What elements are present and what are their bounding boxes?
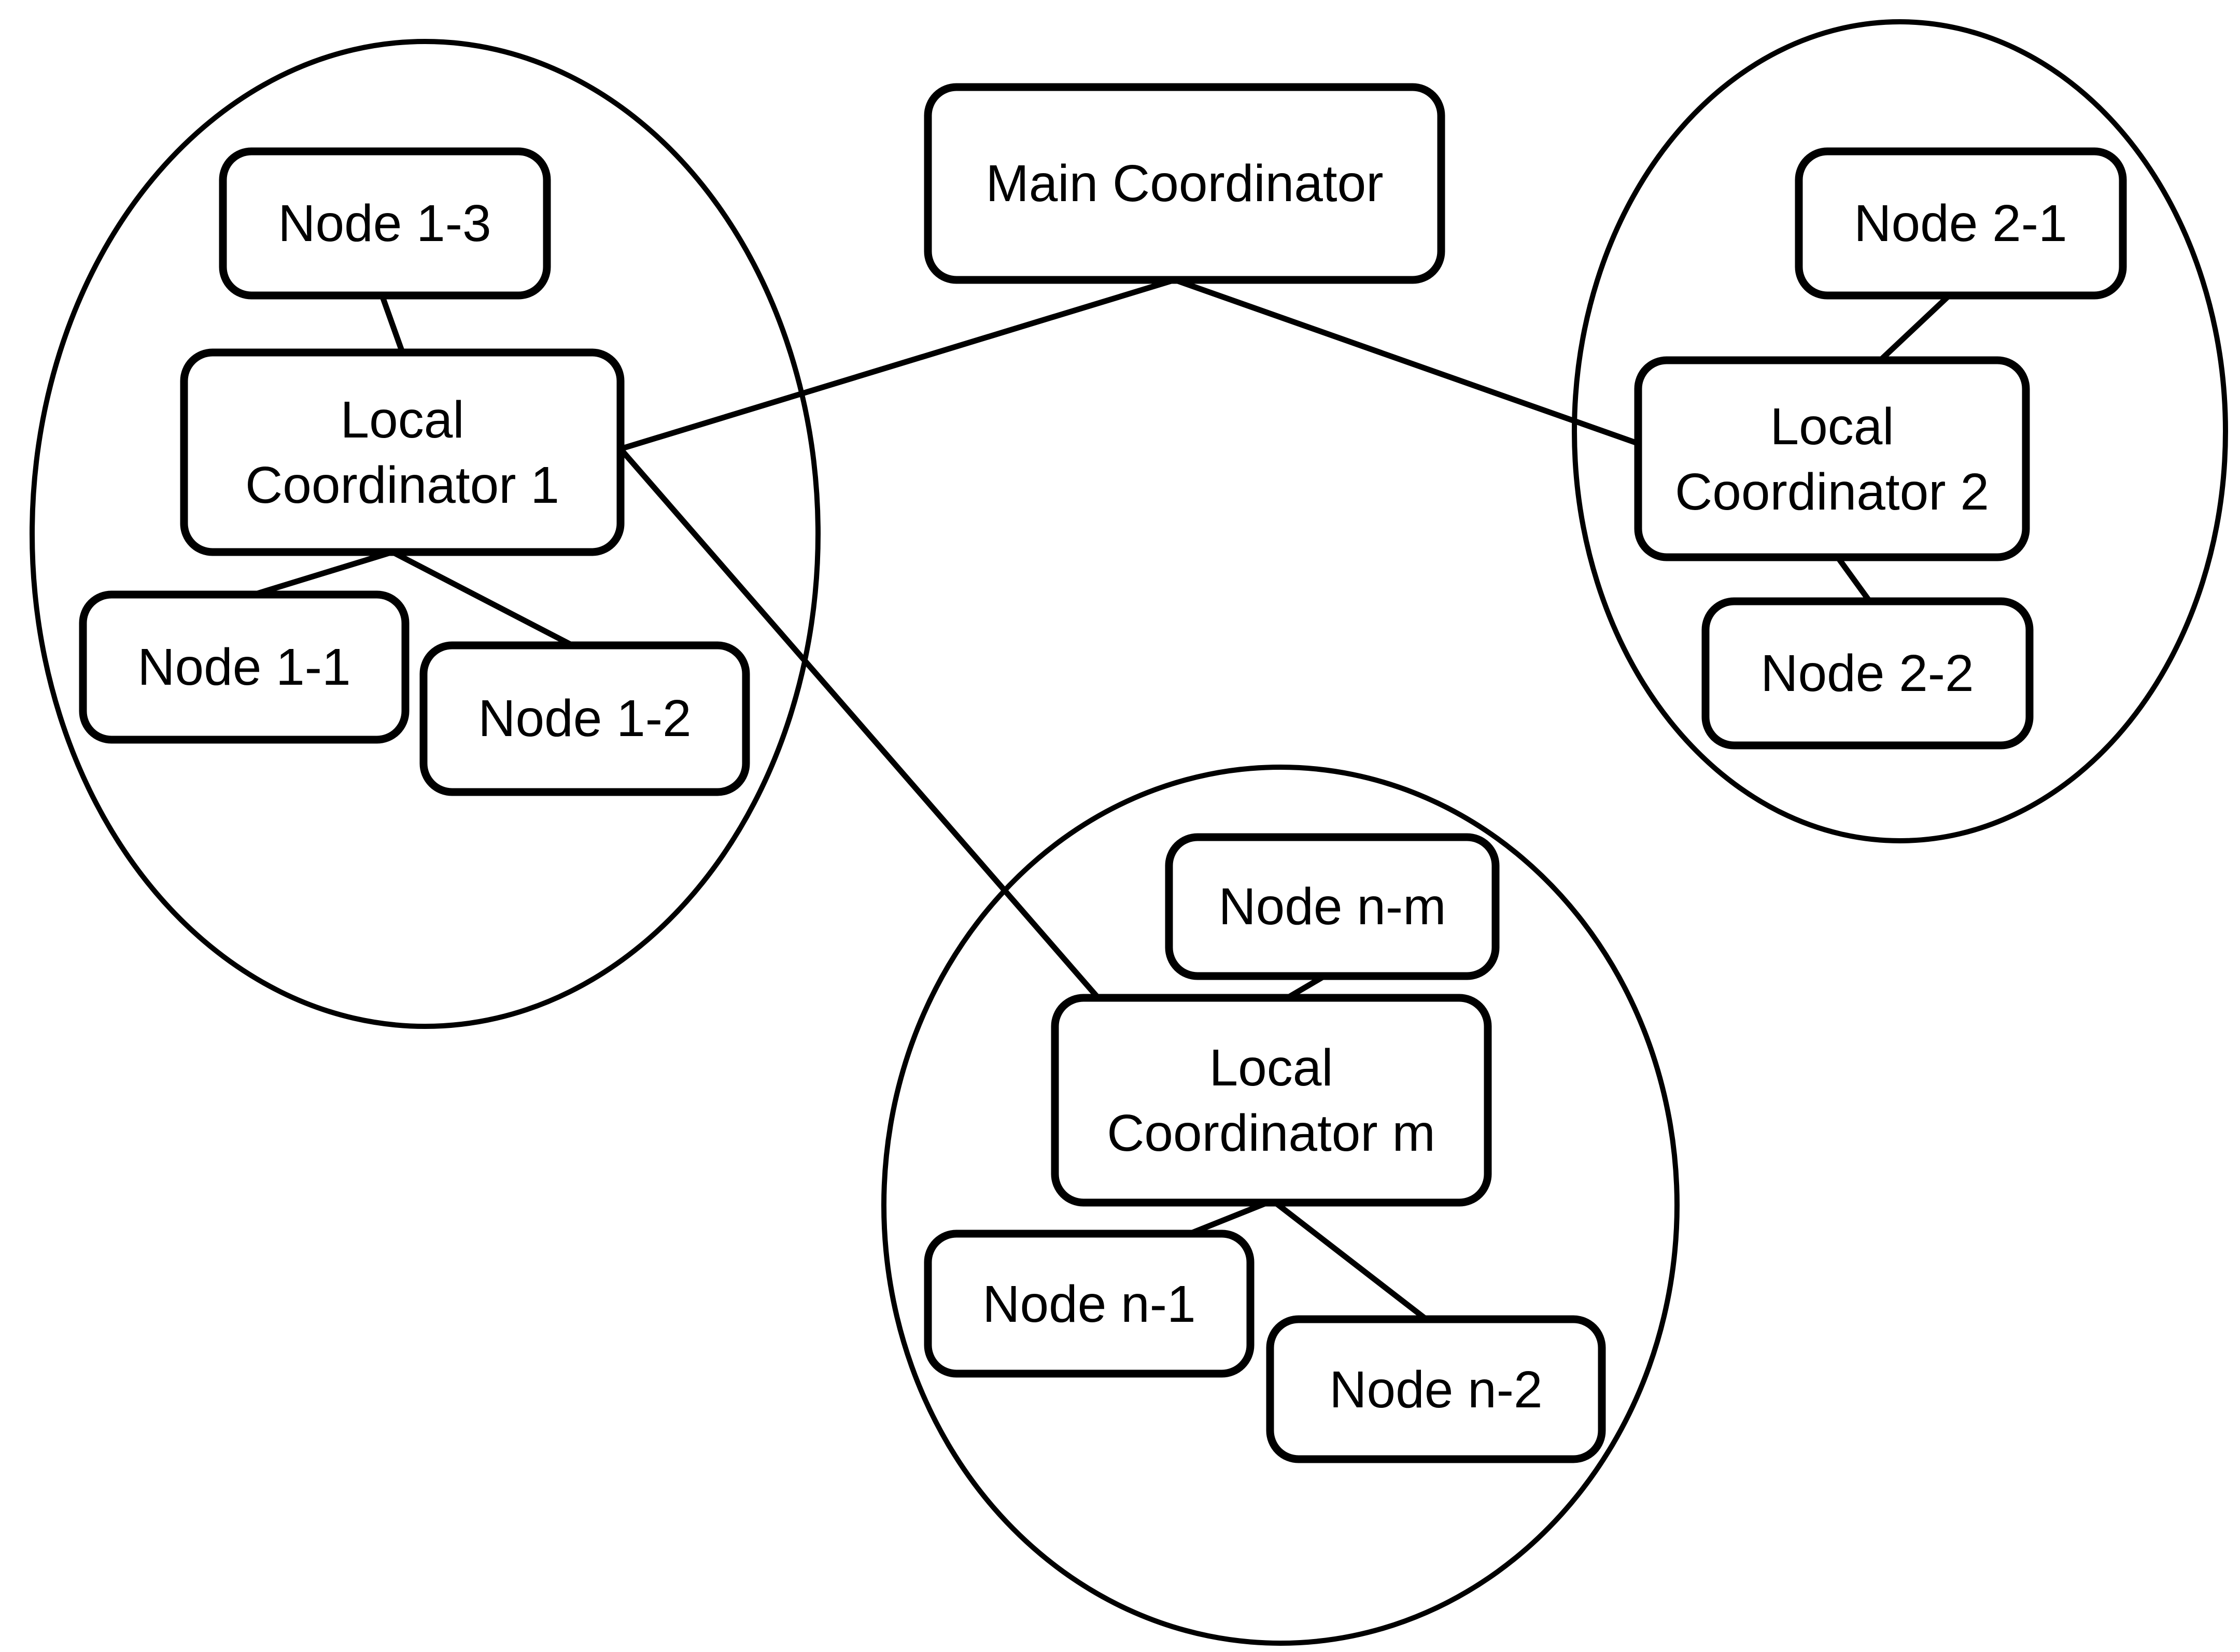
edge-local-coordinator-m-node-n-2 <box>1272 1199 1431 1324</box>
node-2-1-box <box>1795 147 2127 300</box>
edge-local-coordinator-1-local-coordinator-m <box>617 446 1102 1002</box>
node-n-m-label: Node n-m <box>1218 878 1446 936</box>
local-coordinator-m-box <box>1051 994 1492 1207</box>
node-2-2: Node 2-2 <box>1701 597 2034 750</box>
edge-main-coordinator-local-coordinator-2 <box>1172 277 1645 448</box>
local-coordinator-2-label-line1: Local <box>1770 398 1894 456</box>
node-n-1-label: Node n-1 <box>982 1275 1195 1333</box>
cluster-m-ellipse <box>881 765 1680 1646</box>
edge-node-2-1-local-coordinator-2 <box>1876 292 1952 364</box>
local-coordinator-1-box <box>180 348 625 556</box>
edge-main-coordinator-local-coordinator-1 <box>617 277 1178 452</box>
node-2-1-label: Node 2-1 <box>1854 194 2067 252</box>
node-local-coordinator-1: Local Coordinator 1 <box>180 348 625 556</box>
node-n-m: Node n-m <box>1165 833 1500 980</box>
local-coordinator-2-label-line2: Coordinator 2 <box>1675 463 1989 521</box>
node-main-coordinator: Main Coordinator <box>924 83 1445 284</box>
edge-node-1-3-local-coordinator-1 <box>379 292 406 357</box>
node-1-1-box <box>79 590 410 744</box>
local-coordinator-m-label-line1: Local <box>1209 1039 1333 1097</box>
node-n-2: Node n-2 <box>1266 1315 1606 1463</box>
node-1-2-label: Node 1-2 <box>478 689 691 747</box>
node-2-2-box <box>1701 597 2034 750</box>
node-n-1-box <box>924 1230 1255 1378</box>
node-1-3-label: Node 1-3 <box>278 194 491 252</box>
node-n-m-box <box>1165 833 1500 980</box>
local-coordinator-m-label-line2: Coordinator m <box>1107 1104 1435 1162</box>
node-2-2-label: Node 2-2 <box>1760 644 1974 702</box>
local-coordinator-1-label-line2: Coordinator 1 <box>245 456 559 514</box>
edge-local-coordinator-2-node-2-2 <box>1835 554 1873 605</box>
node-1-3: Node 1-3 <box>219 147 551 300</box>
node-n-1: Node n-1 <box>924 1230 1255 1378</box>
node-1-1-label: Node 1-1 <box>137 638 350 696</box>
node-n-2-label: Node n-2 <box>1329 1361 1542 1419</box>
edge-local-coordinator-1-node-1-2 <box>389 549 579 650</box>
node-2-1: Node 2-1 <box>1795 147 2127 300</box>
node-1-2-box <box>419 641 750 796</box>
node-1-1: Node 1-1 <box>79 590 410 744</box>
node-main-coordinator-box <box>924 83 1445 284</box>
edge-local-coordinator-m-node-n-1 <box>1184 1199 1271 1238</box>
node-local-coordinator-2: Local Coordinator 2 <box>1634 356 2030 561</box>
local-coordinator-2-box <box>1634 356 2030 561</box>
edge-local-coordinator-1-node-1-1 <box>246 549 396 599</box>
node-local-coordinator-m: Local Coordinator m <box>1051 994 1492 1207</box>
node-1-2: Node 1-2 <box>419 641 750 796</box>
cluster-2-ellipse <box>1572 19 2228 843</box>
node-main-coordinator-label: Main Coordinator <box>985 154 1383 213</box>
cluster-1-ellipse <box>30 39 821 1029</box>
node-n-2-box <box>1266 1315 1606 1463</box>
node-1-3-box <box>219 147 551 300</box>
local-coordinator-1-label-line1: Local <box>340 391 464 449</box>
